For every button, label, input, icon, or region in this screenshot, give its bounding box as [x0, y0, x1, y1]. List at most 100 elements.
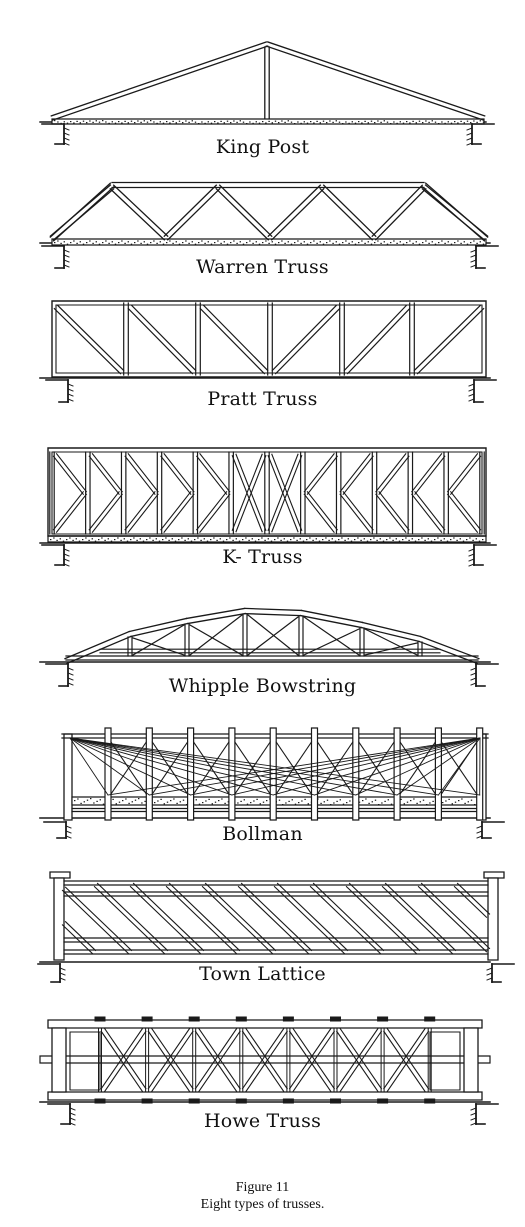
- deck-speckle: [476, 242, 478, 244]
- deck-speckle: [50, 539, 52, 541]
- deck-speckle: [384, 800, 386, 802]
- deck-speckle: [306, 122, 309, 124]
- k-diagonal: [161, 456, 191, 494]
- pratt-diagonal: [276, 309, 340, 374]
- deck-speckle: [240, 800, 242, 802]
- deck-speckle: [233, 120, 235, 122]
- deck-speckle: [162, 243, 165, 245]
- deck-speckle: [466, 243, 469, 245]
- rod-nut: [378, 1099, 388, 1103]
- deck-speckle: [342, 123, 344, 125]
- deck-speckle: [413, 798, 415, 800]
- deck-speckle: [361, 122, 363, 124]
- k-diagonal: [451, 456, 481, 494]
- deck-speckle: [450, 122, 453, 124]
- howe-brace: [387, 1031, 428, 1091]
- deck-speckle: [74, 800, 76, 802]
- deck-speckle: [267, 538, 269, 540]
- deck-speckle: [127, 241, 129, 243]
- howe-brace: [152, 1031, 193, 1091]
- abutment-hatch: [70, 1123, 75, 1125]
- end-tower-left: [64, 734, 72, 820]
- deck-speckle: [218, 800, 220, 802]
- deck-speckle: [444, 122, 446, 124]
- deck-speckle: [140, 242, 142, 244]
- abutment-hatch: [64, 549, 69, 551]
- deck-speckle: [220, 120, 222, 122]
- deck-speckle: [230, 242, 232, 244]
- deck-speckle: [476, 121, 478, 123]
- pratt-diagonal: [128, 309, 192, 374]
- warren-diagonal: [54, 189, 114, 240]
- deck-speckle: [204, 242, 206, 244]
- lattice-member: [238, 887, 308, 954]
- deck-speckle: [408, 539, 410, 541]
- k-truss-drawing: [40, 448, 496, 566]
- rafter-right: [266, 46, 483, 120]
- deck-speckle: [94, 540, 97, 542]
- deck-speckle: [390, 242, 392, 244]
- deck-speckle: [447, 121, 449, 123]
- deck-speckle: [478, 540, 481, 542]
- whipple-diagonal: [365, 629, 417, 655]
- deck-speckle: [310, 121, 312, 123]
- lattice-member: [278, 883, 348, 950]
- deck-speckle: [362, 800, 364, 802]
- deck-speckle: [454, 242, 456, 244]
- deck-speckle: [422, 799, 425, 801]
- deck-speckle: [400, 798, 402, 800]
- deck-speckle: [144, 800, 146, 802]
- bottom-chord: [48, 1092, 482, 1100]
- lattice-member: [382, 887, 452, 954]
- deck-speckle: [297, 121, 299, 123]
- deck-speckle: [376, 539, 378, 541]
- deck-speckle: [104, 539, 106, 541]
- deck-speckle: [426, 804, 428, 806]
- deck-speckle: [342, 242, 344, 244]
- deck-speckle: [332, 121, 334, 123]
- deck-speckle: [319, 122, 321, 124]
- deck-speckle: [99, 799, 101, 801]
- deck-speckle: [454, 801, 457, 803]
- label-warren-truss: Warren Truss: [196, 256, 329, 278]
- deck-speckle: [428, 121, 430, 123]
- deck-speckle: [410, 800, 412, 802]
- deck-speckle: [184, 539, 186, 541]
- lattice-member: [310, 887, 380, 954]
- deck-speckle: [306, 539, 308, 541]
- deck-speckle: [348, 122, 350, 124]
- abutment-hatch: [68, 399, 73, 401]
- lattice-member: [350, 883, 420, 950]
- deck-speckle: [296, 539, 298, 541]
- howe-brace: [195, 1029, 236, 1089]
- deck-speckle: [450, 243, 453, 245]
- k-diagonal: [197, 456, 227, 494]
- k-diagonal: [340, 454, 370, 492]
- deck-speckle: [131, 801, 133, 803]
- bollman-drawing: [40, 728, 504, 838]
- deck-speckle: [78, 540, 81, 542]
- deck-speckle: [470, 242, 472, 244]
- rod-nut: [236, 1099, 246, 1103]
- deck-speckle: [268, 242, 270, 244]
- abutment-hatch: [70, 1108, 75, 1110]
- deck-speckle: [79, 122, 81, 124]
- deck-speckle: [446, 540, 449, 542]
- deck-speckle: [430, 540, 433, 542]
- k-diagonal: [412, 494, 442, 532]
- deck-speckle: [124, 242, 126, 244]
- pratt-diagonal: [418, 309, 484, 374]
- deck-speckle: [214, 801, 217, 803]
- deck-speckle: [364, 242, 366, 244]
- pratt-truss-drawing: [40, 301, 496, 402]
- deck-speckle: [174, 540, 177, 542]
- deck-speckle: [202, 802, 204, 804]
- deck-speckle: [188, 242, 190, 244]
- bollman-tension-bar: [70, 738, 149, 795]
- deck-speckle: [236, 242, 238, 244]
- deck-speckle: [306, 243, 309, 245]
- deck-speckle: [159, 121, 161, 123]
- deck-speckle: [188, 121, 190, 123]
- deck-speckle: [166, 801, 169, 803]
- deck-speckle: [268, 120, 270, 122]
